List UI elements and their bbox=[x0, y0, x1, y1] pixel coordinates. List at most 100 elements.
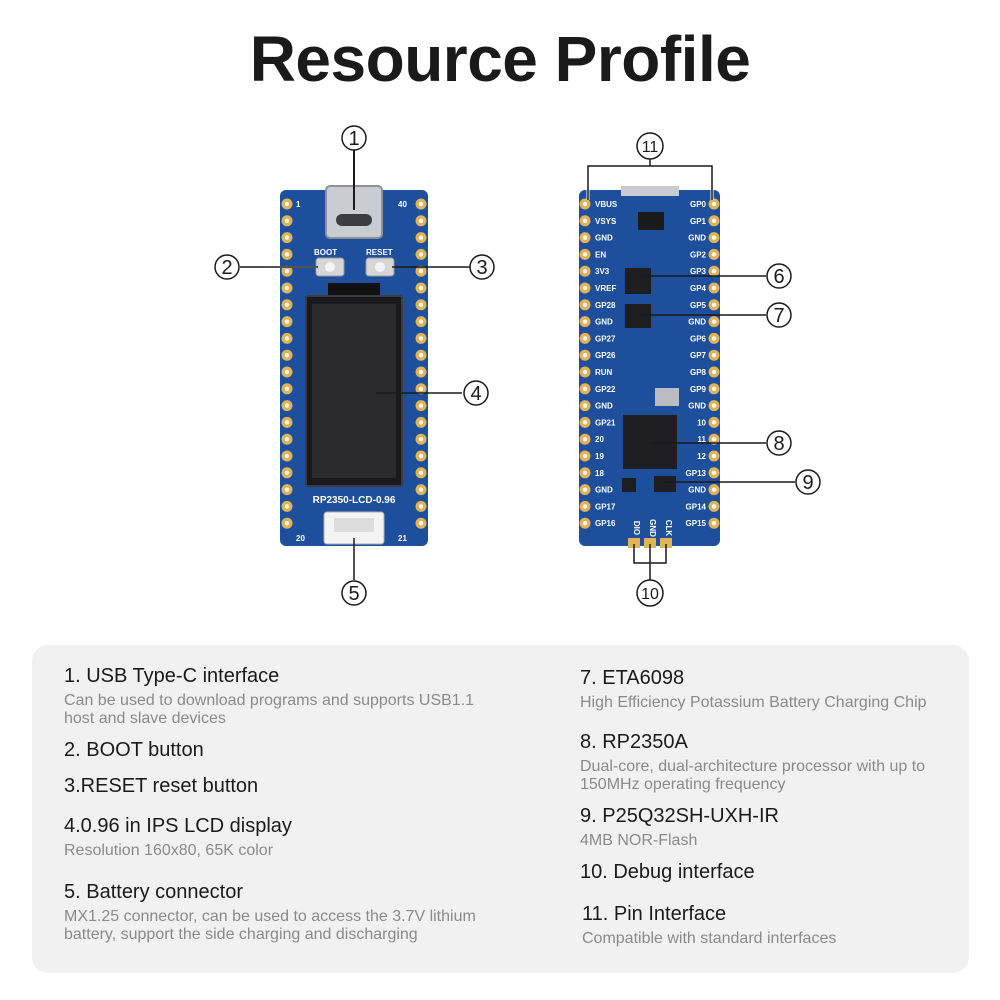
back-pad-hole bbox=[582, 201, 588, 207]
svg-text:2: 2 bbox=[221, 257, 232, 279]
eta6098-chip bbox=[625, 304, 651, 328]
front-pad-hole bbox=[284, 269, 290, 274]
back-left-pin-label: GP26 bbox=[595, 351, 616, 360]
back-right-pin-label: GP5 bbox=[690, 301, 707, 310]
lcd-panel bbox=[312, 304, 396, 478]
svg-text:4: 4 bbox=[470, 383, 481, 405]
item-title: 5. Battery connector bbox=[64, 881, 243, 903]
back-pad-hole bbox=[582, 521, 588, 526]
debug-pad-clk bbox=[660, 538, 672, 548]
svg-text:9: 9 bbox=[802, 472, 813, 494]
boot-button-cap bbox=[325, 262, 335, 272]
back-right-pin-label: GP4 bbox=[690, 284, 707, 293]
front-pad-hole bbox=[418, 369, 424, 375]
back-pad-hole bbox=[582, 420, 588, 425]
callout-lines bbox=[240, 150, 795, 580]
item-title: 4.0.96 in IPS LCD display bbox=[64, 815, 292, 837]
crystal bbox=[655, 388, 679, 406]
item-title: 10. Debug interface bbox=[580, 861, 755, 883]
back-pad-hole bbox=[582, 453, 588, 459]
front-pad-hole bbox=[418, 470, 424, 475]
item-desc: Can be used to download programs and sup… bbox=[64, 692, 475, 727]
item-desc: Dual-core, dual-architecture processor w… bbox=[580, 758, 926, 793]
front-pad-hole bbox=[418, 218, 424, 223]
debug-pad-gnd bbox=[644, 538, 656, 548]
item-title: 1. USB Type-C interface bbox=[64, 665, 280, 687]
back-left-pin-label: GND bbox=[595, 486, 613, 495]
back-right-pin-label: 11 bbox=[698, 435, 707, 444]
item-desc: Compatible with standard interfaces bbox=[582, 930, 837, 947]
front-pad-hole bbox=[418, 336, 424, 341]
usb-c-back bbox=[621, 186, 679, 196]
callout-markers: 1 2 3 4 5 6 7 8 9 10 11 bbox=[214, 125, 821, 607]
front-pad-hole bbox=[284, 437, 290, 442]
back-left-pin-label: GP28 bbox=[595, 301, 616, 310]
item-desc: MX1.25 connector, can be used to access … bbox=[64, 908, 476, 943]
back-right-pin-label: GND bbox=[688, 486, 706, 495]
back-pcb bbox=[579, 190, 720, 546]
item-flash: 9. P25Q32SH-UXH-IR 4MB NOR-Flash bbox=[580, 805, 960, 850]
callout-11: 11 bbox=[636, 132, 664, 160]
front-pad-hole bbox=[284, 521, 290, 526]
callout-8: 8 bbox=[766, 430, 792, 456]
back-left-pin-label: VSYS bbox=[595, 217, 617, 226]
front-pad-hole bbox=[284, 504, 290, 509]
callout-3: 3 bbox=[469, 254, 495, 280]
svg-text:11: 11 bbox=[642, 139, 659, 156]
back-left-pin-label: GP21 bbox=[595, 418, 616, 427]
front-pad-hole bbox=[284, 420, 290, 425]
back-pad-hole bbox=[711, 269, 717, 274]
item-title: 8. RP2350A bbox=[580, 731, 688, 753]
back-right-pin-label: GP13 bbox=[686, 469, 707, 478]
back-pad-hole bbox=[582, 336, 588, 341]
back-pad-hole bbox=[711, 302, 717, 307]
back-pad-hole bbox=[711, 336, 717, 341]
item-pin-interface: 11. Pin Interface Compatible with standa… bbox=[582, 903, 962, 948]
back-pad-hole bbox=[711, 201, 717, 207]
back-right-pin-label: GP14 bbox=[686, 502, 707, 511]
back-right-pin-label: GND bbox=[688, 318, 706, 327]
callout-4: 4 bbox=[463, 380, 489, 406]
battery-connector-slot bbox=[334, 518, 374, 532]
front-pad-hole bbox=[418, 521, 424, 526]
front-pad-hole bbox=[284, 319, 290, 324]
front-pad-hole bbox=[284, 285, 290, 291]
back-left-pin-label: GP22 bbox=[595, 385, 616, 394]
back-right-pin-label: 10 bbox=[697, 418, 706, 427]
back-right-pin-label: GP15 bbox=[686, 519, 707, 528]
back-pad-hole bbox=[711, 504, 717, 509]
front-pad-hole bbox=[418, 252, 424, 257]
board-diagram: BOOT RESET 1 40 20 21 RP2350-LCD-0.96 VB… bbox=[214, 125, 821, 607]
debug-dio-label: DIO bbox=[632, 521, 641, 535]
front-board: BOOT RESET 1 40 20 21 RP2350-LCD-0.96 bbox=[280, 185, 428, 546]
back-right-pin-label: GP7 bbox=[690, 351, 707, 360]
front-pad-hole bbox=[418, 353, 424, 358]
item-title: 3.RESET reset button bbox=[64, 775, 259, 797]
front-pad-hole bbox=[284, 336, 290, 341]
back-pad-hole bbox=[711, 252, 717, 257]
item-eta6098: 7. ETA6098 High Efficiency Potassium Bat… bbox=[580, 667, 960, 712]
back-pad-hole bbox=[582, 386, 588, 391]
back-pad-hole bbox=[582, 252, 588, 257]
front-pad-hole bbox=[418, 386, 424, 391]
back-pad-hole bbox=[582, 504, 588, 509]
item-desc: 4MB NOR-Flash bbox=[580, 832, 698, 849]
callout-10: 10 bbox=[636, 579, 664, 607]
back-left-pin-label: 3V3 bbox=[595, 267, 610, 276]
back-right-pin-label: GND bbox=[688, 234, 706, 243]
back-right-pin-label: GP8 bbox=[690, 368, 707, 377]
back-left-pin-label: GP27 bbox=[595, 334, 616, 343]
front-pad-hole bbox=[284, 403, 290, 408]
callout-5: 5 bbox=[341, 580, 367, 606]
front-pad-hole bbox=[284, 218, 290, 223]
back-pad-hole bbox=[711, 235, 717, 240]
back-pad-hole bbox=[711, 420, 717, 425]
back-pad-hole bbox=[711, 353, 717, 358]
back-left-pin-label: 18 bbox=[595, 469, 604, 478]
pin-1-label: 1 bbox=[296, 200, 301, 209]
back-right-pin-label: GP6 bbox=[690, 334, 707, 343]
svg-text:3: 3 bbox=[476, 257, 487, 279]
back-pad-hole bbox=[711, 218, 717, 223]
